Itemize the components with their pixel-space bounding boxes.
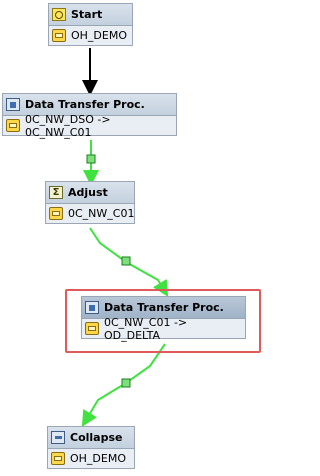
variant-icon [6, 119, 20, 132]
variant-icon [51, 452, 65, 465]
sigma-icon: Σ [49, 186, 63, 199]
connector-handle[interactable] [121, 256, 131, 266]
variant-icon [52, 29, 66, 42]
node-variant: OH_DEMO [71, 29, 127, 42]
process-node-data-transfer-2[interactable]: Data Transfer Proc. 0C_NW_C01 -> OD_DELT… [81, 296, 246, 342]
data-transfer-icon [6, 98, 20, 111]
node-title: Adjust [68, 186, 108, 199]
node-variant: 0C_NW_C01 -> OD_DELTA [104, 315, 188, 342]
node-title: Start [71, 8, 103, 21]
start-icon [52, 8, 66, 21]
process-node-start[interactable]: Start OH_DEMO [48, 3, 133, 46]
node-title: Data Transfer Proc. [25, 98, 145, 111]
node-title: Data Transfer Proc. [104, 301, 224, 314]
process-node-data-transfer-1[interactable]: Data Transfer Proc. 0C_NW_DSO -> 0C_NW_C… [2, 93, 177, 139]
variant-icon [49, 207, 63, 220]
process-node-collapse[interactable]: Collapse OH_DEMO [47, 426, 135, 469]
node-variant: 0C_NW_C01 [68, 207, 135, 220]
process-node-adjust[interactable]: Σ Adjust 0C_NW_C01 [45, 181, 135, 224]
node-variant: 0C_NW_DSO -> 0C_NW_C01 [25, 112, 111, 139]
data-transfer-icon [85, 301, 99, 314]
selection-highlight-box [65, 289, 261, 353]
connector-handle[interactable] [121, 378, 131, 388]
variant-icon [85, 322, 99, 335]
collapse-icon [51, 431, 65, 444]
process-chain-connectors [81, 48, 169, 427]
node-title: Collapse [70, 431, 123, 444]
node-variant: OH_DEMO [70, 452, 126, 465]
connector-handle[interactable] [86, 154, 96, 164]
